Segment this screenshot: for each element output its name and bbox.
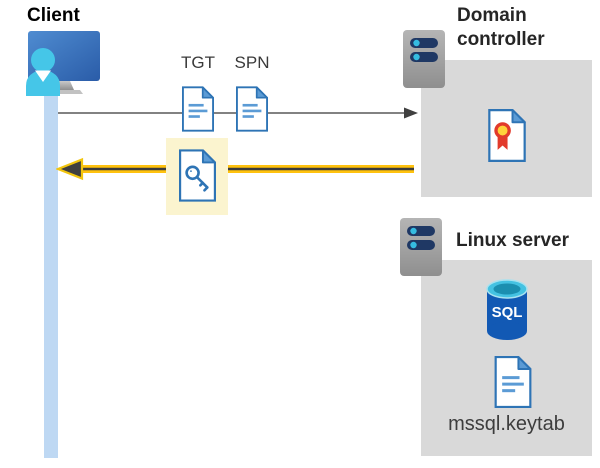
- spn-label: SPN: [234, 53, 270, 72]
- person-icon: [26, 48, 60, 96]
- spn-document-icon: [236, 86, 268, 132]
- tgt-label: TGT: [181, 53, 215, 72]
- sql-text: SQL: [492, 304, 523, 321]
- linux-server-label: Linux server: [456, 230, 569, 251]
- tgt-document-icon: [182, 86, 214, 132]
- keytab-filename-label: mssql.keytab: [448, 413, 565, 435]
- linux-server-icon: [400, 218, 442, 276]
- domain-controller-label: Domain controller: [457, 5, 545, 50]
- keytab-document-icon: [494, 356, 532, 408]
- certificate-icon: [488, 109, 526, 162]
- key-ticket-document-icon: [179, 149, 216, 202]
- client-label: Client: [27, 5, 80, 26]
- sql-database-icon: SQL: [486, 279, 528, 340]
- domain-controller-server-icon: [403, 30, 445, 88]
- client-lifeline-bar: [44, 86, 58, 458]
- client-computer-icon: [26, 31, 100, 96]
- request-arrow-icon: [58, 107, 418, 119]
- response-arrow-icon: [56, 157, 414, 181]
- key-icon: [185, 165, 209, 192]
